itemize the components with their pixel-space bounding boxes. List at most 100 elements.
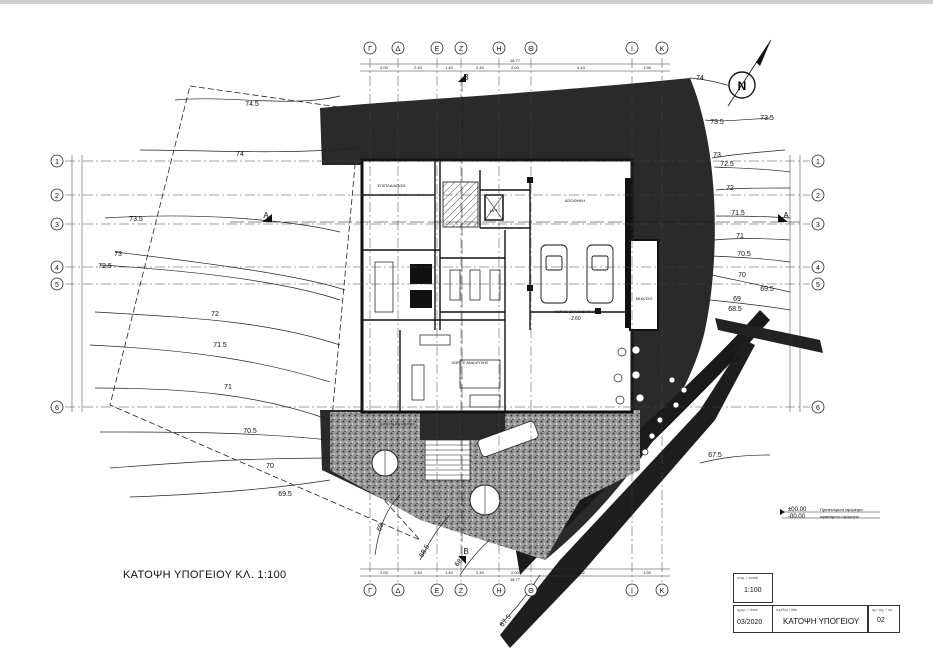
legend-level: ±00.00 <box>788 507 807 513</box>
contour-label: 72.5 <box>720 161 734 168</box>
dimension-label: 2.00 <box>380 65 389 70</box>
grid-column-label: Ε <box>435 46 440 53</box>
dimension-total: 18.77 <box>510 577 521 582</box>
lower-wall-strip <box>515 310 770 575</box>
diagonal-wall <box>500 340 755 648</box>
contour-label: 69.5 <box>760 286 774 293</box>
contour-label: 68 <box>454 558 464 569</box>
contour-label: 74 <box>696 75 704 82</box>
legend-level: -00.00 <box>788 514 806 520</box>
title-block-date: ημερ. / date 03/2020 <box>733 605 773 633</box>
contour-label: 72 <box>211 311 219 318</box>
title-block-drawing: σχέδιο / title ΚΑΤΟΨΗ ΥΠΟΓΕΙΟΥ <box>772 605 868 633</box>
dimension-label: 1.90 <box>643 65 652 70</box>
dimension-label: 2.40 <box>414 65 423 70</box>
contour-label: 67.5 <box>708 452 722 459</box>
contour-label: 73 <box>713 152 721 159</box>
grid-row-label: 2 <box>55 193 59 200</box>
column-3 <box>595 308 601 314</box>
grid-row-label: 3 <box>816 222 820 229</box>
dimension-label: 2.40 <box>414 570 423 575</box>
contour-label: 69 <box>733 296 741 303</box>
north-arrow-graphic <box>727 39 772 107</box>
grid-row-label: 4 <box>816 265 820 272</box>
contour-label: 72 <box>726 185 734 192</box>
grid-column-label: Θ <box>528 46 534 53</box>
grid-column-label: Θ <box>528 588 534 595</box>
north-arrow-icon: N <box>738 79 747 93</box>
grid-column-label: Η <box>496 46 501 53</box>
grid-column-label: Ι <box>631 46 633 53</box>
grid-row-label: 2 <box>816 193 820 200</box>
drawing-value: ΚΑΤΟΨΗ ΥΠΟΓΕΙΟΥ <box>783 617 860 626</box>
dimension-label: 1.90 <box>643 570 652 575</box>
parking-wall-right <box>625 178 631 328</box>
title-block-scale: κλίμ. / scale 1:100 <box>733 573 773 603</box>
room-label-bottom: ΧΩΡΟΣ ΜΗΧΑΝΗΜΑΤΩΝ <box>380 422 415 426</box>
contour-label: 74.5 <box>245 101 259 108</box>
grid-column-label: Ι <box>631 588 633 595</box>
dimension-label: 2.40 <box>476 65 485 70</box>
contour-label: 68.5 <box>418 544 431 559</box>
contour-label: 71 <box>224 384 232 391</box>
room-label-lift: LIFT <box>490 208 499 213</box>
contour-label: 73.5 <box>760 115 774 122</box>
section-label-b-top: B <box>463 73 468 82</box>
grid-column-label: Γ <box>368 46 372 53</box>
dimension-label: 2.40 <box>476 570 485 575</box>
number-value: 02 <box>877 617 885 624</box>
parking-level: -2.60 <box>569 316 581 322</box>
grid-column-label: Γ <box>368 588 372 595</box>
right-annex <box>629 239 659 331</box>
legend-text: Προτεινόμενο υψόμετρο <box>820 507 863 512</box>
dimension-label: 2.00 <box>511 570 520 575</box>
contour-label: 71 <box>736 233 744 240</box>
contour-label: 70 <box>738 272 746 279</box>
title-block-number: αρ. σχ. / no. 02 <box>868 605 900 633</box>
dimension-label: 2.00 <box>511 65 520 70</box>
room-label-warehouse: ΑΠΟΘΗΚΗ <box>565 198 585 203</box>
grid-row-label: 1 <box>816 159 820 166</box>
dimension-label: 1.40 <box>445 65 454 70</box>
grid-column-label: Κ <box>660 588 665 595</box>
section-label-b-bottom: B <box>463 547 468 556</box>
legend-text: υφιστάμενο υψόμετρο <box>820 514 860 519</box>
contour-label: 72.5 <box>98 263 112 270</box>
contour-label: 71.5 <box>731 210 745 217</box>
dimension-label: 1.40 <box>445 570 454 575</box>
dimension-total: 18.77 <box>510 58 521 63</box>
scale-value: 1:100 <box>744 587 762 594</box>
section-label-a-right: A <box>783 211 789 220</box>
contour-label: 70 <box>266 463 274 470</box>
grid-row-label: 6 <box>816 405 820 412</box>
number-label: αρ. σχ. / no. <box>872 607 894 612</box>
grid-row-label: 1 <box>55 159 59 166</box>
grid-row-label: 6 <box>55 405 59 412</box>
grid-column-label: Ε <box>435 588 440 595</box>
grid-row-label: 3 <box>55 222 59 229</box>
contour-label: 73 <box>114 251 122 258</box>
contour-label: 69 <box>376 523 385 533</box>
grid-column-label: Ζ <box>459 46 464 53</box>
room-label-parking: ΧΩΡΟΣ ΣΤΑΘΜΕΥΣΗΣ <box>554 309 596 314</box>
car-bottom <box>477 421 539 457</box>
date-value: 03/2020 <box>737 619 763 626</box>
contour-label: 71.5 <box>213 342 227 349</box>
column-5 <box>410 290 432 308</box>
contour-label: 70.5 <box>243 428 257 435</box>
contour-label: 69.5 <box>278 491 292 498</box>
date-label: ημερ. / date <box>737 607 758 612</box>
grid-column-label: Δ <box>396 46 401 53</box>
dimension-label: 6.42 <box>577 570 586 575</box>
grid-column-label: Δ <box>396 588 401 595</box>
interior-stair <box>442 181 479 228</box>
contour-label: 74 <box>236 151 244 158</box>
contour-label: 73.5 <box>710 119 724 126</box>
grid-row-label: 4 <box>55 265 59 272</box>
column-4 <box>410 264 432 284</box>
grid-row-label: 5 <box>816 282 820 289</box>
scale-label: κλίμ. / scale <box>737 575 758 580</box>
contour-label: 73.5 <box>129 216 143 223</box>
contour-label: 68.5 <box>728 306 742 313</box>
